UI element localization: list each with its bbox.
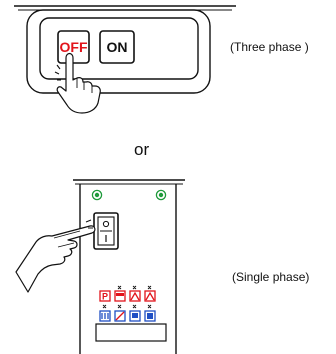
three-phase-switch-box [14, 5, 236, 94]
status-icon-p-label: P [102, 292, 108, 302]
switch-box-bezel [39, 17, 199, 80]
status-icon-red-4 [144, 290, 156, 302]
pointing-hand-icon [15, 225, 96, 293]
or-separator: or [134, 140, 150, 159]
status-icon-red-3 [129, 290, 141, 302]
press-marks [85, 219, 93, 229]
panel-body [79, 184, 177, 354]
on-button-label: ON [106, 39, 128, 55]
green-indicator-icon [91, 189, 167, 201]
off-button-label: OFF [59, 39, 88, 55]
finger-press-icon [54, 52, 101, 114]
switch-box-frame [26, 9, 211, 94]
single-phase-panel [73, 179, 185, 354]
status-icon-grid: P [99, 285, 156, 322]
status-tick-marks [102, 285, 152, 309]
rocker-switch-paddle [97, 216, 115, 246]
on-button-outline [99, 30, 135, 64]
name-plate [95, 323, 167, 342]
status-icon-p [99, 290, 111, 302]
rocker-off-mark [102, 220, 110, 228]
three-phase-caption: (Three phase ) [230, 40, 309, 54]
single-phase-caption: (Single phase) [232, 270, 310, 284]
